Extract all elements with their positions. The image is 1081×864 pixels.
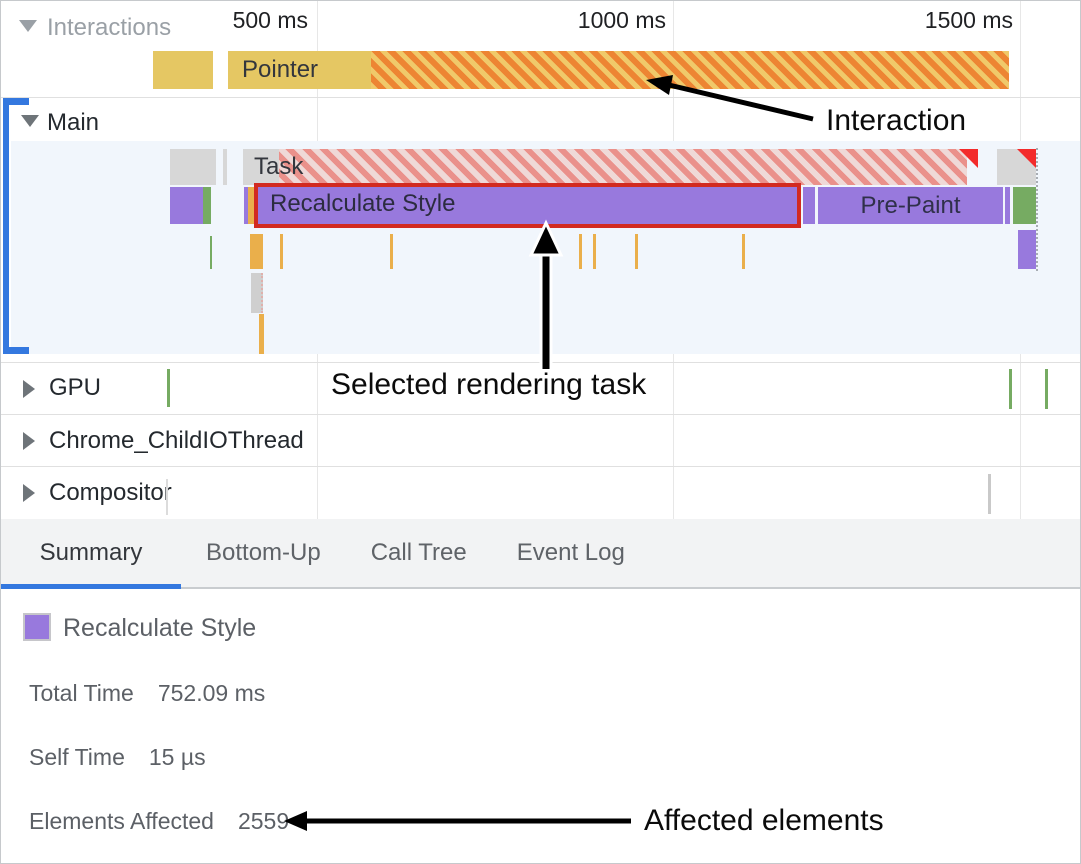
style-bar-tail[interactable] bbox=[803, 187, 815, 224]
recording-edge-dotted-line bbox=[1036, 148, 1038, 271]
track-label-childio[interactable]: Chrome_ChildIOThread bbox=[49, 427, 304, 454]
style-bar-left[interactable] bbox=[170, 187, 203, 224]
ruler-tick-1000ms: 1000 ms bbox=[577, 7, 666, 33]
script-tick[interactable] bbox=[390, 234, 393, 269]
tab-event-log[interactable]: Event Log bbox=[516, 539, 625, 566]
track-separator bbox=[1, 97, 1080, 98]
annotation-selected-task: Selected rendering task bbox=[331, 368, 647, 401]
paint-bar-right[interactable] bbox=[1013, 187, 1036, 224]
task-bar-label: Task bbox=[254, 153, 304, 180]
summary-row-elements-affected: Elements Affected 2559 bbox=[29, 808, 289, 835]
gpu-activity-tick[interactable] bbox=[1045, 369, 1048, 409]
interaction-arrow-shaft bbox=[668, 82, 814, 122]
compositor-expand-triangle-icon[interactable] bbox=[23, 484, 35, 507]
script-sliver[interactable] bbox=[248, 187, 254, 224]
tab-call-tree[interactable]: Call Tree bbox=[370, 539, 467, 566]
summary-label: Total Time bbox=[29, 680, 134, 706]
ruler-tick-500ms: 500 ms bbox=[232, 7, 308, 33]
compositor-tick[interactable] bbox=[166, 479, 168, 515]
summary-value: 15 µs bbox=[148, 744, 206, 770]
summary-label: Self Time bbox=[29, 744, 125, 770]
task-bar-small[interactable] bbox=[170, 149, 216, 185]
recalculate-style-label: Recalculate Style bbox=[270, 190, 456, 217]
summary-value: 752.09 ms bbox=[157, 680, 266, 706]
bottom-drawer-tabbar: Summary Bottom-Up Call Tree Event Log bbox=[1, 519, 1080, 589]
main-collapse-triangle-icon[interactable] bbox=[21, 114, 39, 132]
script-tick[interactable] bbox=[579, 234, 582, 269]
track-label-compositor[interactable]: Compositor bbox=[49, 479, 172, 506]
active-tab-underline bbox=[1, 584, 181, 589]
tab-bottom-up[interactable]: Bottom-Up bbox=[206, 539, 321, 566]
annotation-affected-elements: Affected elements bbox=[644, 804, 884, 837]
compositor-tick[interactable] bbox=[988, 474, 991, 514]
pre-paint-label: Pre-Paint bbox=[860, 192, 961, 219]
event-color-swatch bbox=[23, 613, 51, 641]
summary-label: Elements Affected bbox=[29, 808, 214, 834]
gpu-activity-tick[interactable] bbox=[1009, 369, 1012, 409]
main-track-bracket bbox=[3, 98, 9, 354]
selected-recalculate-style-bar[interactable]: Recalculate Style bbox=[254, 183, 801, 228]
summary-value: 2559 bbox=[237, 808, 290, 834]
pre-paint-bar[interactable]: Pre-Paint bbox=[818, 187, 1003, 224]
paint-bar-left[interactable] bbox=[203, 187, 211, 224]
long-task-warning-triangle-icon bbox=[959, 149, 978, 168]
script-tick[interactable] bbox=[635, 234, 638, 269]
interactions-collapse-triangle-icon[interactable] bbox=[19, 19, 37, 37]
script-tick[interactable] bbox=[593, 234, 596, 269]
script-block-tick[interactable] bbox=[250, 234, 263, 269]
track-label-gpu[interactable]: GPU bbox=[49, 374, 102, 401]
script-tick[interactable] bbox=[742, 234, 745, 269]
interaction-event-bar[interactable] bbox=[153, 51, 213, 89]
task-bar-sliver[interactable] bbox=[223, 149, 227, 185]
summary-row-total-time: Total Time 752.09 ms bbox=[29, 680, 265, 707]
tab-summary[interactable]: Summary bbox=[39, 539, 143, 566]
main-track-bracket-bottom-arm bbox=[3, 347, 29, 354]
nested-task-bar[interactable] bbox=[251, 273, 263, 313]
long-task-hatched-bar[interactable] bbox=[279, 149, 967, 185]
track-label-main[interactable]: Main bbox=[47, 109, 100, 136]
pointer-interaction-bar[interactable] bbox=[228, 51, 371, 89]
task-bar-gray-head[interactable] bbox=[243, 149, 283, 185]
task-warning-triangle-icon bbox=[1017, 149, 1036, 168]
pointer-bar-label: Pointer bbox=[242, 56, 319, 83]
style-sliver-right[interactable] bbox=[1005, 187, 1010, 224]
script-tick[interactable] bbox=[280, 234, 283, 269]
track-label-interactions[interactable]: Interactions bbox=[47, 14, 172, 41]
style-block-right[interactable] bbox=[1018, 230, 1036, 269]
main-track-bracket-top-arm bbox=[3, 98, 29, 105]
gc-tick[interactable] bbox=[210, 236, 212, 269]
gpu-expand-triangle-icon[interactable] bbox=[23, 380, 35, 403]
childio-expand-triangle-icon[interactable] bbox=[23, 432, 35, 455]
ruler-tick-1500ms: 1500 ms bbox=[924, 7, 1013, 33]
summary-title: Recalculate Style bbox=[63, 614, 257, 642]
pointer-interaction-extension-bar[interactable] bbox=[371, 51, 1009, 89]
summary-row-self-time: Self Time 15 µs bbox=[29, 744, 206, 771]
style-sliver[interactable] bbox=[244, 187, 249, 224]
nested-script-tick[interactable] bbox=[259, 314, 264, 354]
gpu-activity-tick[interactable] bbox=[167, 369, 170, 407]
annotation-interaction: Interaction bbox=[826, 104, 967, 137]
